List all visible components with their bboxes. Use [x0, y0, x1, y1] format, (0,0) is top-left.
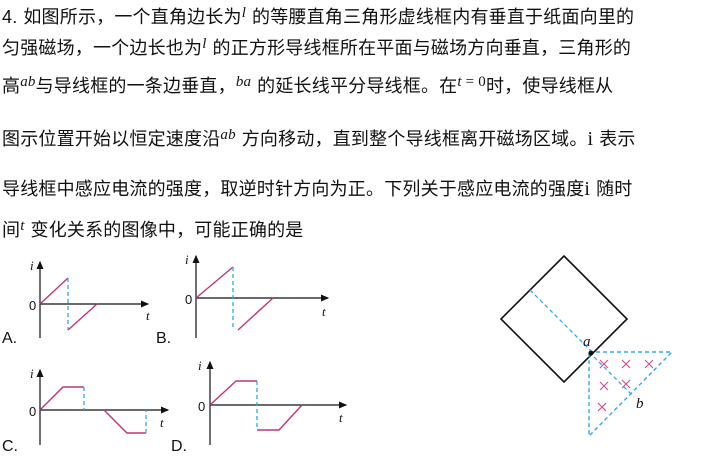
option-a-label[interactable]: A.: [2, 330, 18, 347]
current-rise: [39, 277, 69, 305]
origin-label: 0: [198, 399, 205, 414]
x-axis-label: t: [146, 308, 150, 323]
question-line-4: 图示位置开始以恒定速度沿ab 方向移动，直到整个导线框离开磁场区域。i 表示: [2, 127, 636, 150]
x-axis-label: t: [160, 415, 164, 430]
question-line-1: 4. 如图所示，一个直角边长为l 的等腰直角三角形虚线框内有垂直于纸面向里的: [2, 5, 635, 28]
var-t: t: [20, 218, 25, 234]
question-number: 4.: [2, 7, 18, 27]
var-l: l: [241, 5, 247, 21]
current-positive: [39, 386, 84, 411]
x-axis-label: t: [339, 410, 343, 425]
y-axis-label: i: [185, 252, 189, 267]
option-a-graph[interactable]: i t 0: [29, 258, 150, 338]
option-c-label[interactable]: C.: [2, 438, 18, 455]
var-ab: ab: [20, 74, 36, 90]
option-b-label[interactable]: B.: [156, 330, 172, 347]
x-axis-label: t: [322, 304, 326, 319]
origin-label: 0: [29, 404, 36, 419]
bisector-dashed-line: [529, 289, 594, 354]
y-axis-label: i: [30, 258, 34, 273]
question-line-2: 匀强磁场，一个边长也为l 的正方形导线框所在平面与磁场方向垂直，三角形的: [2, 36, 632, 59]
y-axis-label: i: [198, 358, 202, 373]
current-negative: [67, 303, 98, 331]
square-loop: [499, 254, 629, 384]
point-a-label: a: [583, 334, 591, 350]
option-d-graph[interactable]: i t 0: [198, 358, 348, 445]
var-ba: ba: [235, 74, 252, 90]
eq-zero: = 0: [461, 74, 486, 90]
var-ab: ab: [220, 127, 236, 143]
origin-label: 0: [29, 298, 36, 313]
var-i: i: [584, 178, 591, 200]
var-i: i: [587, 128, 594, 150]
current-negative: [237, 297, 274, 331]
height-ab: [588, 351, 635, 398]
field-cross-markers: [597, 359, 654, 412]
current-positive: [209, 380, 257, 406]
point-a-dot: [588, 350, 594, 356]
setup-figure: a b: [499, 254, 674, 438]
var-l: l: [202, 36, 207, 52]
current-rise: [195, 266, 234, 299]
origin-label: 0: [185, 292, 192, 307]
var-t: t: [457, 74, 462, 90]
option-b-graph[interactable]: i t 0: [185, 252, 330, 338]
current-negative: [257, 404, 303, 431]
y-axis-label: i: [30, 366, 34, 381]
option-c-graph[interactable]: i t 0: [29, 366, 170, 445]
question-line-5: 导线框中感应电流的强度，取逆时针方向为正。下列关于感应电流的强度i 随时: [2, 178, 633, 200]
option-d-label[interactable]: D.: [171, 438, 187, 455]
current-negative: [103, 409, 146, 434]
question-line-6: 间t 变化关系的图像中，可能正确的是: [2, 218, 304, 241]
question-line-3: 高ab与导线框的一条边垂直，ba 的延长线平分导线框。在t = 0时，使导线框从: [2, 74, 614, 97]
point-b-label: b: [636, 396, 644, 412]
